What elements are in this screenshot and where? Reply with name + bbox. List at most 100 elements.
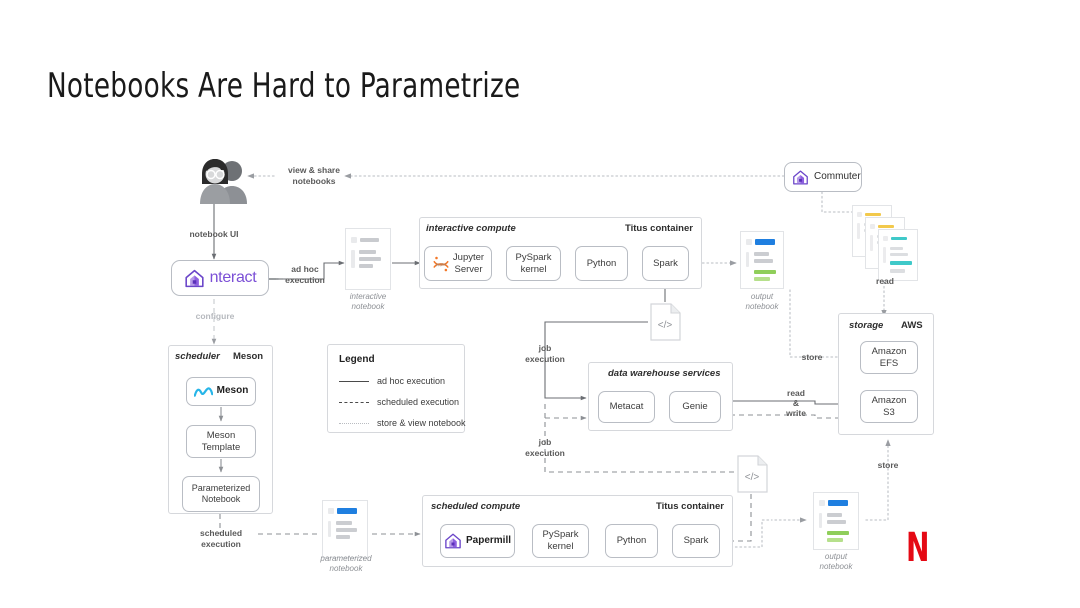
doc-line xyxy=(351,250,355,268)
pyspark-kernel-label: PySpark kernel xyxy=(515,251,552,275)
node-nteract[interactable]: nteract xyxy=(171,260,269,296)
commuter-label: Commuter xyxy=(814,170,861,182)
doc-line xyxy=(336,528,357,532)
legend-label: scheduled execution xyxy=(377,397,460,407)
legend-swatch-solid xyxy=(339,381,369,383)
doc-line xyxy=(754,252,769,256)
node-genie[interactable]: Genie xyxy=(669,391,721,423)
page-title: Notebooks Are Hard to Parametrize xyxy=(47,66,521,106)
papermill-label: Papermill xyxy=(465,534,512,546)
label-read-write: read & write xyxy=(786,388,806,419)
label-storage: storage xyxy=(849,320,884,331)
python-label: Python xyxy=(586,257,617,269)
label-store-bottom: store xyxy=(877,460,899,470)
doc-line xyxy=(870,224,875,229)
node-python-top[interactable]: Python xyxy=(575,246,628,281)
doc-line xyxy=(755,239,775,245)
label-titus-container-top: Titus container xyxy=(625,223,693,234)
doc-line xyxy=(857,212,862,217)
doc-line xyxy=(360,238,379,242)
label-store-top: store xyxy=(801,352,823,362)
svg-text:jupyter: jupyter xyxy=(435,262,447,266)
metacat-label: Metacat xyxy=(609,401,644,413)
doc-line xyxy=(828,500,848,506)
label-job-execution-bottom: job execution xyxy=(525,437,565,459)
legend-label: ad hoc execution xyxy=(377,376,446,386)
doc-line xyxy=(890,269,905,273)
doc-code-bottom: </> xyxy=(737,455,768,493)
nteract-icon xyxy=(184,268,205,289)
spark-label: Spark xyxy=(653,257,678,269)
spark-label: Spark xyxy=(683,535,709,547)
legend-box: Legend ad hoc execution scheduled execut… xyxy=(327,344,466,433)
doc-line xyxy=(827,531,849,535)
legend-swatch-dashed xyxy=(339,402,369,404)
label-scheduled-compute: scheduled compute xyxy=(431,501,521,512)
doc-code-top: </> xyxy=(650,303,681,341)
jupyter-icon: jupyter xyxy=(432,255,450,273)
users-avatars xyxy=(194,158,254,204)
meson-icon xyxy=(193,385,213,399)
label-interactive-compute: interactive compute xyxy=(426,223,516,234)
meson-label: Meson xyxy=(216,385,249,397)
label-scheduler: scheduler xyxy=(175,351,220,362)
legend-item-adhoc: ad hoc execution xyxy=(339,376,464,386)
doc-line xyxy=(746,239,752,245)
label-read: read xyxy=(876,276,894,286)
label-view-share-notebooks: view & share notebooks xyxy=(288,165,340,187)
doc-line xyxy=(336,521,352,525)
label-titus-container-bottom: Titus container xyxy=(656,501,724,512)
doc-line xyxy=(878,225,894,228)
caption-output-notebook-top: output notebook xyxy=(745,292,779,312)
doc-line xyxy=(328,508,334,514)
doc-line xyxy=(883,247,886,263)
meson-template-label: Meson Template xyxy=(201,429,241,453)
doc-line xyxy=(890,261,912,265)
doc-output-notebook-bottom xyxy=(813,492,859,550)
doc-line xyxy=(359,250,376,254)
node-python-bottom[interactable]: Python xyxy=(605,524,658,558)
node-amazon-s3[interactable]: Amazon S3 xyxy=(860,390,918,423)
caption-parameterized-notebook: parameterized notebook xyxy=(320,554,372,574)
label-data-warehouse-services: data warehouse services xyxy=(608,368,721,379)
svg-text:</>: </> xyxy=(745,472,760,483)
node-amazon-efs[interactable]: Amazon EFS xyxy=(860,341,918,374)
doc-line xyxy=(890,247,903,250)
papermill-icon xyxy=(444,532,462,550)
label-configure: configure xyxy=(195,311,235,321)
doc-stack-notebooks xyxy=(852,205,918,283)
amazon-s3-label: Amazon S3 xyxy=(871,394,907,418)
label-scheduled-execution: scheduled execution xyxy=(199,528,243,550)
caption-output-notebook-bottom: output notebook xyxy=(819,552,853,572)
legend-item-scheduled: scheduled execution xyxy=(339,397,464,407)
doc-line xyxy=(359,264,373,268)
label-notebook-ui: notebook UI xyxy=(189,229,239,239)
svg-text:</>: </> xyxy=(658,320,673,331)
node-parameterized-notebook[interactable]: Parameterized Notebook xyxy=(182,476,260,512)
doc-line xyxy=(337,508,357,514)
node-meson[interactable]: Meson xyxy=(186,377,256,406)
doc-line xyxy=(870,235,873,251)
doc-line xyxy=(890,253,908,256)
label-ad-hoc-execution: ad hoc execution xyxy=(285,264,325,286)
doc-line xyxy=(827,520,846,524)
node-spark-bottom[interactable]: Spark xyxy=(672,524,720,558)
label-scheduler-meson: Meson xyxy=(233,351,264,362)
node-spark-top[interactable]: Spark xyxy=(642,246,689,281)
node-commuter[interactable]: Commuter xyxy=(784,162,862,192)
commuter-icon xyxy=(792,169,809,186)
node-papermill[interactable]: Papermill xyxy=(440,524,515,558)
node-jupyter-server[interactable]: jupyter Jupyter Server xyxy=(424,246,492,281)
pyspark-kernel-label: PySpark kernel xyxy=(542,529,579,552)
doc-line xyxy=(754,270,776,274)
doc-line xyxy=(359,257,381,261)
node-metacat[interactable]: Metacat xyxy=(598,391,655,423)
node-meson-template[interactable]: Meson Template xyxy=(186,425,256,458)
doc-line xyxy=(827,538,843,542)
node-pyspark-kernel-bottom[interactable]: PySpark kernel xyxy=(532,524,589,558)
node-pyspark-kernel-top[interactable]: PySpark kernel xyxy=(506,246,561,281)
doc-line xyxy=(351,237,357,243)
amazon-efs-label: Amazon EFS xyxy=(871,345,907,369)
